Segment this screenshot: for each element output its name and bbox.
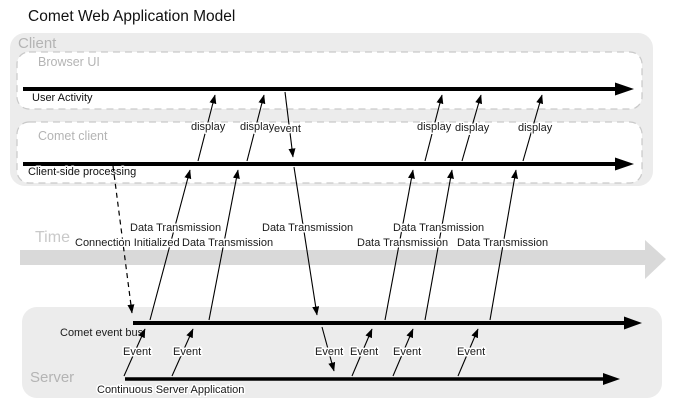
time-axis-arrowhead-icon xyxy=(645,240,666,279)
time-axis-bar xyxy=(20,250,645,265)
event-label-5: Event xyxy=(393,346,421,358)
data-transmission-label-4: Data Transmission xyxy=(357,237,448,249)
data-transmission-up-arrow-4 xyxy=(424,169,454,321)
server-section-label: Server xyxy=(30,369,74,386)
event-label-6: Event xyxy=(457,346,485,358)
server-container xyxy=(22,307,662,398)
user-activity-label: User Activity xyxy=(32,92,93,104)
data-transmission-label-3: Data Transmission xyxy=(262,222,353,234)
event-arrow-5 xyxy=(457,328,479,377)
data-transmission-up-arrow-3 xyxy=(384,169,415,321)
display-arrow-5 xyxy=(522,94,544,162)
display-label-1: display xyxy=(191,121,226,133)
data-transmission-up-arrow-2 xyxy=(208,169,240,321)
display-arrow-3 xyxy=(424,94,444,162)
client-processing-label: Client-side processing xyxy=(28,166,136,178)
user-event-down-arrow xyxy=(284,91,296,158)
server-app-label: Continuous Server Application xyxy=(97,384,244,396)
client-processing-arrowhead-icon xyxy=(615,157,634,171)
display-arrow-2 xyxy=(246,94,266,162)
event-label-1: Event xyxy=(123,346,151,358)
event-arrow-1 xyxy=(123,328,146,377)
user-activity-arrowhead-icon xyxy=(615,82,634,96)
browser-ui-box xyxy=(16,51,643,110)
event-bus-arrowhead-icon xyxy=(624,316,642,330)
event-arrow-4 xyxy=(392,328,414,377)
data-transmission-label-2: Data Transmission xyxy=(182,237,273,249)
client-section-label: Client xyxy=(18,35,57,52)
event-label-3: Event xyxy=(315,346,343,358)
event-label-4: Event xyxy=(350,346,378,358)
display-label-2: display xyxy=(240,121,275,133)
event-label-2: Event xyxy=(173,346,201,358)
display-label-3: display xyxy=(417,121,452,133)
data-transmission-label-6: Data Transmission xyxy=(457,237,548,249)
connection-initialized-label: Connection Initialized xyxy=(75,237,180,249)
data-transmission-up-arrow-5 xyxy=(489,169,518,321)
display-label-4: display xyxy=(455,122,490,134)
browser-ui-label: Browser UI xyxy=(38,55,100,69)
comet-client-label: Comet client xyxy=(38,129,108,143)
data-transmission-label-5: Data Transmission xyxy=(393,222,484,234)
event-bus-label: Comet event bus xyxy=(60,327,144,339)
comet-client-box xyxy=(16,121,643,184)
user-event-label: event xyxy=(274,123,301,135)
connection-initialized-arrow xyxy=(112,165,135,314)
display-arrow-4 xyxy=(461,94,483,162)
data-transmission-label-1: Data Transmission xyxy=(130,222,221,234)
diagram-title: Comet Web Application Model xyxy=(28,8,235,25)
data-transmission-down-arrow xyxy=(293,166,320,316)
event-arrow-3 xyxy=(351,328,373,377)
event-down-arrow xyxy=(321,326,336,372)
event-arrow-2 xyxy=(171,328,194,377)
display-arrow-1 xyxy=(197,94,217,162)
time-axis-label: Time xyxy=(35,229,70,246)
server-app-arrowhead-icon xyxy=(603,373,620,385)
data-transmission-up-arrow-1 xyxy=(149,169,192,321)
display-label-5: display xyxy=(518,122,553,134)
